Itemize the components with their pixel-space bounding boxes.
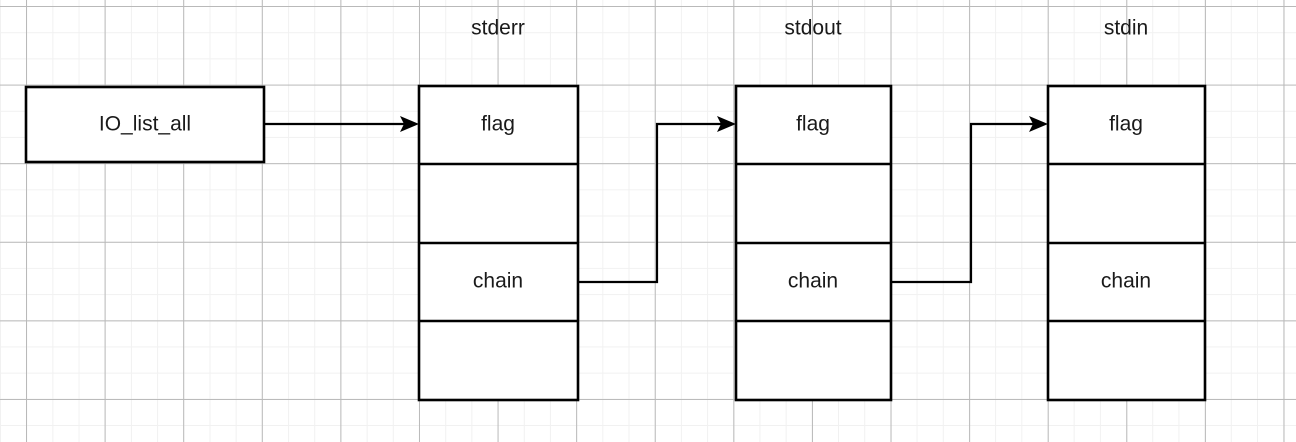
connector-line — [578, 122, 729, 284]
io-list-all-box[interactable] — [24, 85, 266, 164]
struct-title-stderr: stderr — [471, 17, 525, 40]
struct-stdout[interactable]: stdout flag chain — [734, 17, 893, 402]
struct-title-stdout: stdout — [784, 17, 841, 40]
connector-stdout-chain-to-stdin — [891, 116, 1048, 284]
connector-root-to-stderr — [264, 116, 419, 132]
io-list-all-label: IO_list_all — [99, 113, 191, 136]
stdout-row-chain-label: chain — [788, 270, 838, 293]
arrow-head-icon — [400, 116, 419, 132]
node-io-list-all[interactable]: IO_list_all — [24, 85, 266, 164]
struct-stderr[interactable]: stderr flag chain — [417, 17, 580, 402]
connector-line — [891, 122, 1041, 284]
struct-stdin[interactable]: stdin flag chain — [1046, 17, 1207, 402]
arrow-head-icon — [1029, 116, 1048, 132]
stderr-row-flag-label: flag — [481, 113, 515, 136]
connector-stderr-chain-to-stdout — [578, 116, 736, 284]
stderr-row-chain-label: chain — [473, 270, 523, 293]
stdout-row-flag-label: flag — [796, 113, 830, 136]
stdin-row-chain-label: chain — [1101, 270, 1151, 293]
stdin-row-flag-label: flag — [1109, 113, 1143, 136]
struct-title-stdin: stdin — [1104, 17, 1148, 40]
arrow-head-icon — [717, 116, 736, 132]
